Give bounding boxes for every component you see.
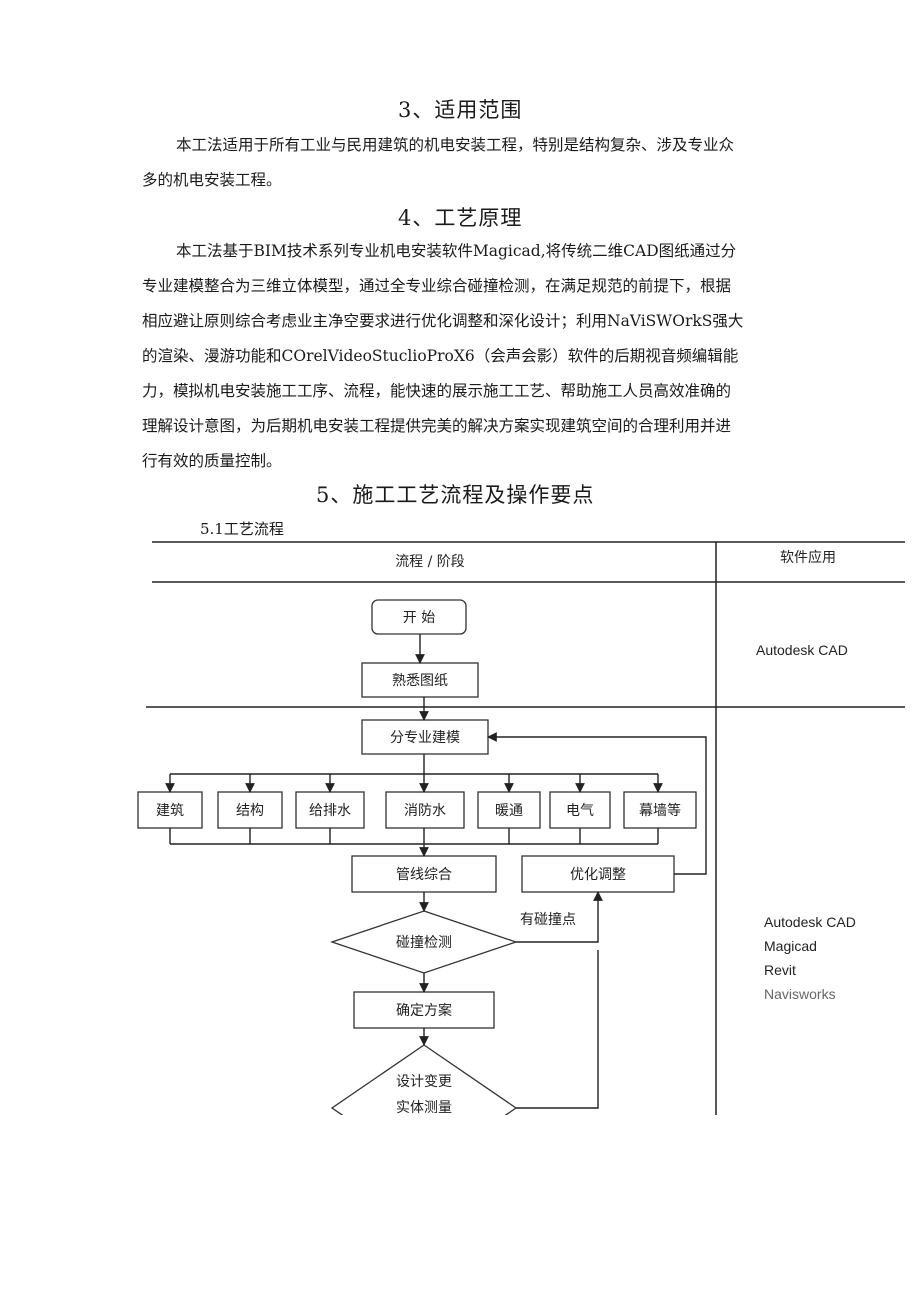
discipline-label: 建筑 <box>156 803 184 819</box>
section-4-line: 相应避让原则综合考虑业主净空要求进行优化调整和深化设计；利用NaViSWOrkS… <box>142 312 744 330</box>
discipline-label: 电气 <box>566 803 594 819</box>
section-3-line: 本工法适用于所有工业与民用建筑的机电安装工程，特别是结构复杂、涉及专业众 <box>176 136 735 154</box>
pipeline-integration-node <box>351 855 497 893</box>
section-4-line: 理解设计意图，为后期机电安装工程提供完美的解决方案实现建筑空间的合理利用并进 <box>142 417 732 435</box>
pipeline-integration-label: 管线综合 <box>396 867 452 883</box>
arrow-collision-to-optimize <box>516 891 603 943</box>
discipline-label: 暖通 <box>495 803 523 819</box>
start-label: 开 始 <box>403 610 435 626</box>
header-flow-stage: 流程 / 阶段 <box>395 554 465 570</box>
section-4-text: 专业建模整合为三维立体模型，通过全专业综合碰撞检测，在满足规范的前提下，根据 相… <box>142 269 743 479</box>
optimize-label: 优化调整 <box>570 867 626 883</box>
discipline-label: 结构 <box>236 803 264 819</box>
collision-found-label: 有碰撞点 <box>520 912 576 928</box>
collision-check-label: 碰撞检测 <box>396 935 452 951</box>
section-4-line: 专业建模整合为三维立体模型，通过全专业综合碰撞检测，在满足规范的前提下，根据 <box>142 277 732 295</box>
section-4-line: 本工法基于BIM技术系列专业机电安装软件Magicad,将传统二维CAD图纸通过… <box>176 242 737 260</box>
section-3-line: 多的机电安装工程。 <box>142 171 282 189</box>
design-change-decision <box>330 1044 518 1115</box>
section-4-line: 的渲染、漫游功能和COrelVideoStuclioProX6（会声会影）软件的… <box>142 347 739 365</box>
start-node <box>371 599 467 635</box>
section-5-1-subheading: 5.1工艺流程 <box>200 520 284 538</box>
arrow-change-feedback <box>516 950 599 1109</box>
section-3-text-cont: 多的机电安装工程。 <box>142 163 282 198</box>
discipline-label: 给排水 <box>309 803 351 819</box>
confirm-plan-label: 确定方案 <box>396 1002 452 1019</box>
section-3-text: 本工法适用于所有工业与民用建筑的机电安装工程，特别是结构复杂、涉及专业众 <box>176 128 734 163</box>
software-revit: Revit <box>764 962 796 978</box>
discipline-node <box>385 791 465 829</box>
section-4-line: 行有效的质量控制。 <box>142 452 282 470</box>
section-3-heading: 3、适用范围 <box>398 98 523 122</box>
software-cad: Autodesk CAD <box>764 914 856 930</box>
section-4-heading: 4、工艺原理 <box>398 206 523 230</box>
discipline-label: 幕墙等 <box>639 802 681 819</box>
discipline-node <box>217 791 283 829</box>
design-change-label: 设计变更 <box>396 1074 452 1090</box>
section-4-first-line: 本工法基于BIM技术系列专业机电安装软件Magicad,将传统二维CAD图纸通过… <box>176 234 736 269</box>
model-by-discipline-label: 分专业建模 <box>390 730 460 746</box>
process-flow-diagram: 流程 / 阶段 软件应用 <box>0 530 920 1115</box>
section-5-heading: 5、施工工艺流程及操作要点 <box>316 483 595 507</box>
discipline-node <box>549 791 611 829</box>
site-measure-label: 实体测量 <box>396 1100 452 1115</box>
discipline-node <box>623 791 697 829</box>
header-software: 软件应用 <box>780 549 836 566</box>
software-navisworks: Navisworks <box>764 986 836 1002</box>
software-magicad: Magicad <box>764 938 817 954</box>
discipline-label: 消防水 <box>404 803 446 819</box>
confirm-plan-node <box>353 991 495 1029</box>
section-4-line: 力，模拟机电安装施工工序、流程，能快速的展示施工工艺、帮助施工人员高效准确的 <box>142 382 732 400</box>
familiar-drawings-label: 熟悉图纸 <box>392 673 448 689</box>
arrow-optimize-to-model <box>487 732 707 875</box>
software-cad: Autodesk CAD <box>756 642 848 658</box>
